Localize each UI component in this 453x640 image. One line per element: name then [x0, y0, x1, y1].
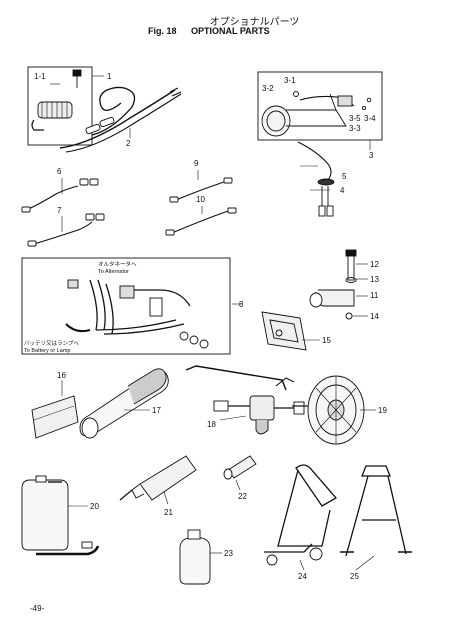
- grease-tube-icon: [119, 455, 197, 501]
- note-alternator-en: To Alternator: [98, 269, 129, 275]
- callout-6: 6: [57, 167, 62, 176]
- callout-22: 22: [238, 492, 247, 501]
- callout-4: 4: [340, 186, 345, 195]
- callout-3-2: 3-2: [262, 84, 274, 93]
- callout-3-4: 3-4: [364, 114, 376, 123]
- coil-icon: [31, 101, 73, 131]
- part-group-11-15: [261, 249, 357, 351]
- cable-7: [27, 213, 105, 247]
- fuel-can-icon: [21, 475, 100, 556]
- flushing-kit-icon: [185, 365, 305, 435]
- part-group-3: [257, 71, 383, 217]
- leader-lines: [61, 165, 376, 571]
- motor-stand-icon: [340, 465, 412, 557]
- callout-1-1: 1-1: [34, 72, 46, 81]
- callout-2: 2: [126, 139, 131, 148]
- callout-7: 7: [57, 206, 62, 215]
- callout-15: 15: [322, 336, 331, 345]
- callout-24: 24: [298, 572, 307, 581]
- callout-11: 11: [370, 291, 379, 300]
- part-group-8: [21, 257, 231, 355]
- callout-5: 5: [342, 172, 347, 181]
- callout-21: 21: [164, 508, 173, 517]
- callout-17: 17: [152, 406, 161, 415]
- small-tube-icon: [223, 455, 257, 480]
- callout-8: 8: [239, 300, 244, 309]
- page-number: -49-: [30, 604, 45, 613]
- callout-20: 20: [90, 502, 99, 511]
- tube-grip-icon: [79, 368, 169, 439]
- callout-3: 3: [369, 151, 374, 160]
- mount-plate-icon: [261, 311, 307, 351]
- note-battery-jp: バッテリ又はランプへ: [24, 340, 79, 347]
- figure-number: Fig. 18: [148, 26, 177, 36]
- gauge-icon: [261, 93, 355, 137]
- part-group-1: [27, 66, 182, 153]
- box-part-3: [257, 71, 383, 141]
- wire-harness-icon: [59, 86, 182, 153]
- callout-3-3: 3-3: [349, 124, 361, 133]
- callout-19: 19: [378, 406, 387, 415]
- callout-12: 12: [370, 260, 379, 269]
- title-japanese: オプショナルパーツ: [209, 17, 300, 28]
- note-alternator-jp: オルタネータへ: [98, 260, 137, 268]
- bottle-icon: [179, 529, 211, 585]
- connector-icon: [317, 178, 335, 217]
- callout-18: 18: [207, 420, 216, 429]
- cable-6: [21, 178, 99, 213]
- callout-14: 14: [370, 312, 379, 321]
- box-part-1: [27, 66, 93, 146]
- callout-1: 1: [107, 72, 112, 81]
- callout-16: 16: [57, 371, 66, 380]
- box-part-8: [21, 257, 231, 355]
- figure-title: OPTIONAL PARTS: [191, 26, 270, 36]
- callout-23: 23: [224, 549, 233, 558]
- callout-10: 10: [196, 195, 205, 204]
- callout-3-1: 3-1: [284, 76, 296, 85]
- callout-13: 13: [370, 275, 379, 284]
- cable-9: [169, 177, 233, 203]
- sandpaper-icon: [31, 395, 79, 439]
- callout-25: 25: [350, 572, 359, 581]
- cable-10: [165, 207, 237, 236]
- motor-cart-icon: [264, 464, 338, 566]
- note-battery-en: To Battery or Lamp: [24, 348, 70, 354]
- callout-3-5: 3-5: [349, 114, 361, 123]
- screw-icon: [72, 69, 82, 77]
- callout-9: 9: [194, 159, 199, 168]
